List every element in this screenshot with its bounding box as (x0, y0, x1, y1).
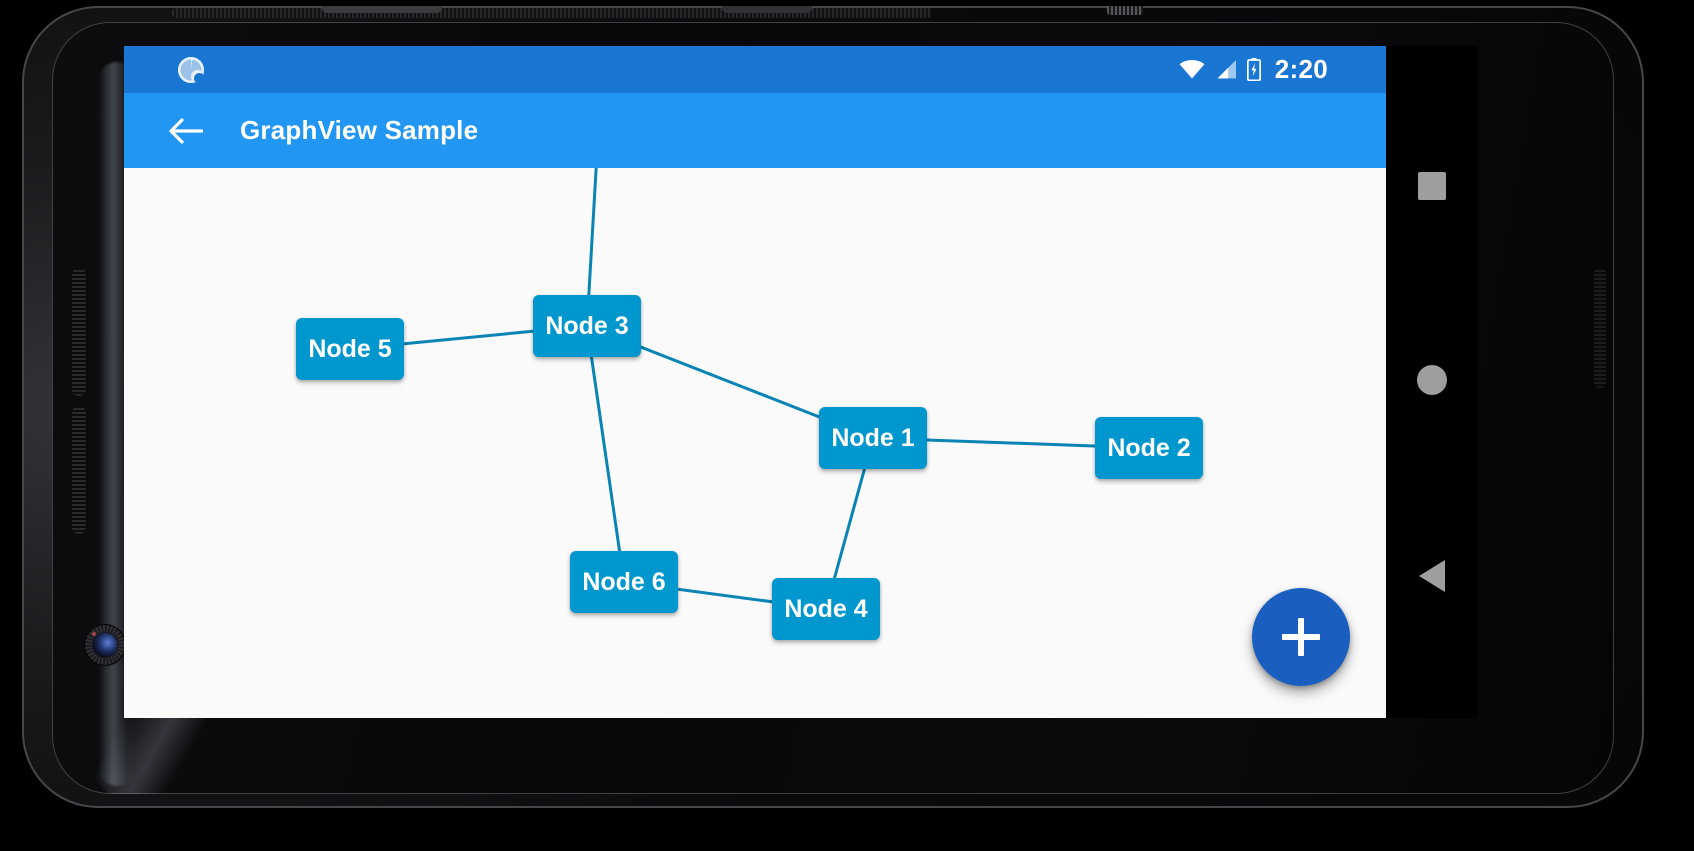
status-bar-right: 2:20 (1179, 54, 1370, 85)
speaker-grill-bottom (72, 406, 86, 534)
recents-button-icon[interactable] (1418, 172, 1446, 200)
graph-node-node2[interactable]: Node 2 (1095, 417, 1203, 479)
home-button-icon[interactable] (1417, 365, 1447, 395)
page-title: GraphView Sample (240, 115, 479, 145)
sync-icon (178, 56, 205, 84)
battery-charging-icon (1246, 58, 1261, 81)
graph-edge (585, 325, 626, 583)
status-bar-left (140, 56, 1179, 84)
back-button[interactable] (164, 109, 208, 153)
graph-canvas[interactable]: Node 5 Node 3 Node 1 Node 2 Node 6 Node 4 (124, 93, 1386, 718)
frame-notch-b (722, 6, 812, 13)
graph-node-node5[interactable]: Node 5 (296, 318, 404, 380)
graph-node-node6[interactable]: Node 6 (570, 551, 678, 613)
arrow-left-icon (169, 117, 203, 144)
speaker-grill-top (72, 268, 86, 396)
graph-node-label: Node 1 (831, 423, 915, 452)
add-node-fab[interactable] (1252, 588, 1350, 686)
graph-node-node3[interactable]: Node 3 (533, 295, 641, 357)
graph-edges (349, 93, 1150, 611)
frame-top-band (172, 8, 932, 18)
plus-icon-vertical (1298, 618, 1304, 656)
graph-node-label: Node 4 (784, 594, 868, 623)
graph-edge (585, 93, 603, 327)
graph-node-node1[interactable]: Node 1 (819, 407, 927, 469)
signal-icon (1217, 60, 1236, 79)
graph-node-label: Node 6 (582, 567, 666, 596)
phone-screen: Node 5 Node 3 Node 1 Node 2 Node 6 Node 4 (124, 46, 1386, 718)
status-bar-clock: 2:20 (1274, 54, 1328, 84)
wifi-icon (1179, 60, 1205, 79)
speaker-grill-right (1594, 268, 1606, 388)
back-button-icon[interactable] (1419, 560, 1445, 592)
frame-notch-c (1107, 6, 1143, 15)
graph-node-node4[interactable]: Node 4 (772, 578, 880, 640)
front-camera-icon (84, 624, 126, 666)
graph-node-label: Node 5 (308, 334, 392, 363)
frame-notch-a (322, 6, 442, 13)
graph-node-label: Node 3 (545, 311, 629, 340)
android-navigation-bar (1386, 46, 1478, 718)
status-bar: 2:20 (124, 46, 1386, 93)
notification-led-icon (92, 632, 96, 636)
graph-node-label: Node 2 (1107, 433, 1191, 462)
app-toolbar: GraphView Sample (124, 93, 1386, 168)
